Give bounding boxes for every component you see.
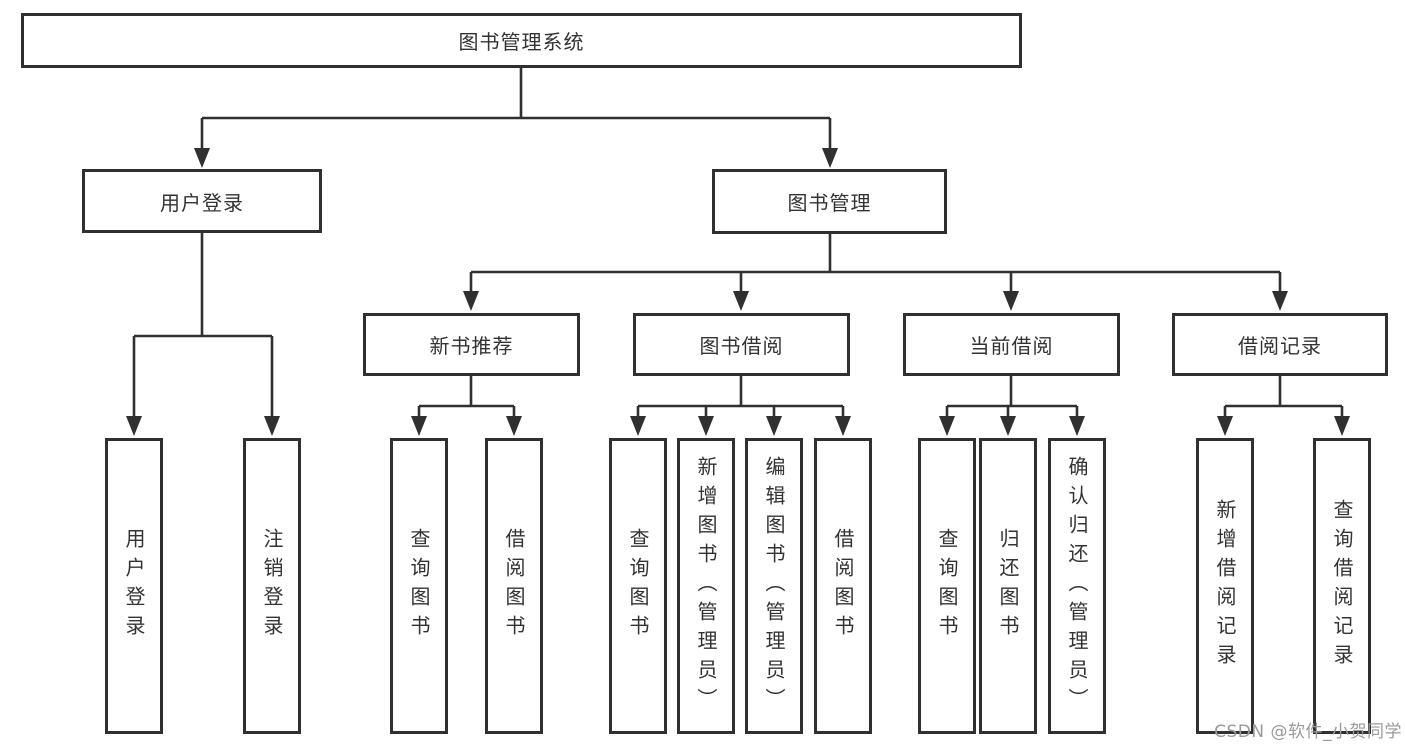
node-label: 编辑图书（管理员） <box>762 455 786 717</box>
node-label: 查询图书 <box>407 528 431 644</box>
leaf-logout: 注销登录 <box>243 438 301 734</box>
node-label: 注销登录 <box>260 528 284 644</box>
node-user-login-branch: 用户登录 <box>82 169 322 233</box>
leaf-confirm-return-admin: 确认归还（管理员） <box>1048 438 1106 734</box>
csdn-watermark: CSDN @软件_小贺同学 <box>1214 722 1402 742</box>
node-book-management-branch: 图书管理 <box>712 169 947 234</box>
node-label: 图书借阅 <box>699 334 784 358</box>
node-label: 图书管理 <box>787 191 872 215</box>
leaf-query-books-recommend: 查询图书 <box>390 438 448 734</box>
node-label: 新增图书（管理员） <box>694 455 718 717</box>
leaf-query-books-current: 查询图书 <box>918 438 976 734</box>
node-label: 当前借阅 <box>969 334 1054 358</box>
leaf-return-books: 归还图书 <box>979 438 1037 734</box>
leaf-borrow-books-recommend: 借阅图书 <box>485 438 543 734</box>
leaf-query-books-borrowing: 查询图书 <box>609 438 667 734</box>
arrowheads <box>126 148 1350 436</box>
node-new-book-recommendation: 新书推荐 <box>363 313 580 376</box>
node-label: 归还图书 <box>996 528 1020 644</box>
leaf-add-books-admin: 新增图书（管理员） <box>677 438 735 734</box>
node-label: 新书推荐 <box>429 334 514 358</box>
node-label: 用户登录 <box>122 528 146 644</box>
node-label: 用户登录 <box>160 190 244 215</box>
node-label: 借阅记录 <box>1238 334 1322 358</box>
node-current-borrowing: 当前借阅 <box>903 313 1120 376</box>
node-label: 借阅图书 <box>831 528 855 644</box>
leaf-query-borrow-record: 查询借阅记录 <box>1313 438 1371 734</box>
node-label: 查询借阅记录 <box>1330 499 1354 673</box>
node-label: 图书管理系统 <box>458 30 585 54</box>
node-book-borrowing: 图书借阅 <box>633 313 850 376</box>
node-label: 查询图书 <box>626 528 650 644</box>
node-label: 确认归还（管理员） <box>1065 455 1089 717</box>
leaf-borrow-books: 借阅图书 <box>814 438 872 734</box>
leaf-edit-books-admin: 编辑图书（管理员） <box>745 438 803 734</box>
leaf-add-borrow-record: 新增借阅记录 <box>1196 438 1254 734</box>
node-library-management-system: 图书管理系统 <box>21 13 1022 68</box>
leaf-user-login: 用户登录 <box>105 438 163 734</box>
node-borrowing-records: 借阅记录 <box>1172 313 1388 376</box>
node-label: 查询图书 <box>935 528 959 644</box>
node-label: 借阅图书 <box>502 528 526 644</box>
node-label: 新增借阅记录 <box>1213 499 1237 673</box>
